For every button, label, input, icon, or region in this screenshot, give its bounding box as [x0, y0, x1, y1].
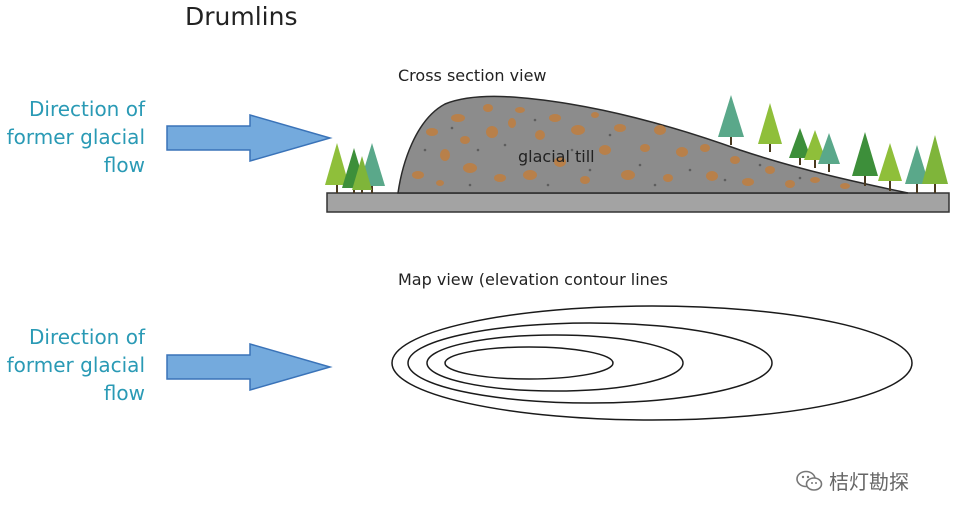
glacial-till-clasts	[412, 104, 850, 189]
direction-line-2: former glacial	[6, 353, 145, 377]
glacial-till-label: glacial till	[518, 147, 595, 166]
tree-cluster-left	[325, 143, 385, 193]
flow-arrow-bottom	[166, 343, 333, 391]
tree-cluster-right	[718, 95, 948, 193]
cross-section-direction-label: Direction of former glacial flow	[0, 95, 145, 179]
direction-line-2: former glacial	[6, 125, 145, 149]
map-view-direction-label: Direction of former glacial flow	[0, 323, 145, 407]
ground-bar	[326, 192, 950, 213]
contour-line-2	[407, 322, 773, 404]
direction-line-1: Direction of	[29, 325, 145, 349]
diagram-title: Drumlins	[185, 2, 298, 31]
contour-line-inner	[444, 346, 614, 380]
contour-line-outer	[391, 305, 913, 421]
wechat-icon	[796, 470, 823, 491]
flow-arrow-top	[166, 114, 333, 162]
contour-lines	[391, 305, 913, 421]
direction-line-1: Direction of	[29, 97, 145, 121]
watermark: 桔灯勘探	[795, 466, 909, 495]
contour-line-3	[426, 334, 684, 392]
direction-line-3: flow	[103, 153, 145, 177]
drumlin-till-body	[397, 95, 909, 194]
map-view-label: Map view (elevation contour lines	[398, 270, 668, 289]
watermark-text: 桔灯勘探	[829, 470, 909, 494]
direction-line-3: flow	[103, 381, 145, 405]
glacial-till-grains	[423, 118, 802, 187]
cross-section-label: Cross section view	[398, 66, 547, 85]
